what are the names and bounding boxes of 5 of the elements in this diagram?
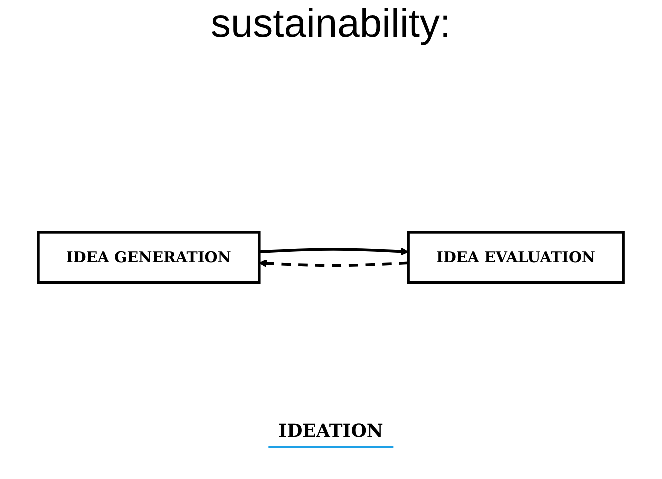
- node-box: IDEA EVALUATION: [407, 231, 625, 285]
- heading-text: sustainability:: [210, 1, 452, 48]
- arrow: [259, 248, 409, 256]
- node-box: IDEA GENERATION: [37, 231, 261, 285]
- arrow: [259, 260, 409, 268]
